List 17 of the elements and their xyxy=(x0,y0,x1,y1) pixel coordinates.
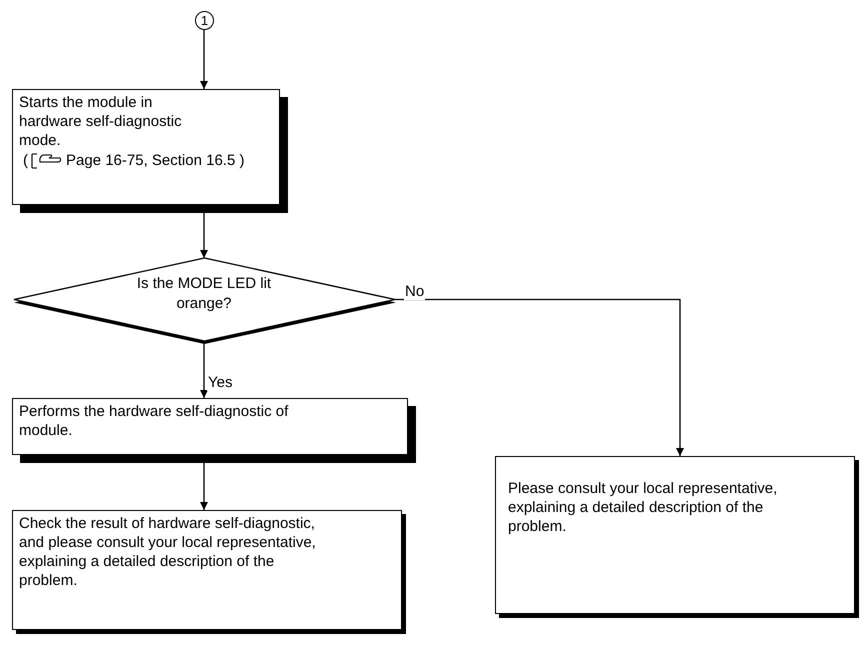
edge-label: Yes xyxy=(207,375,234,391)
arrow xyxy=(200,30,208,89)
box-text: ( xyxy=(23,151,28,170)
connector-number: 1 xyxy=(200,13,208,28)
box-text: Please consult your local representative, explaining a detailed description of the problem. xyxy=(508,479,778,536)
arrow xyxy=(200,463,208,510)
box-text: Performs the hardware self-diagnostic of module. xyxy=(19,402,289,440)
decision-diamond xyxy=(14,258,395,341)
arrow xyxy=(200,213,208,258)
box-text: Page 16-75, Section 16.5 ) xyxy=(66,151,244,170)
connector-circle xyxy=(195,11,214,30)
edge-label: No xyxy=(404,284,426,300)
box-text: Starts the module in hardware self-diagnostic mode. xyxy=(19,93,183,150)
box-text: Check the result of hardware self-diagnostic, and please consult your local representative, explaining a detailed description of the problem. xyxy=(19,514,317,590)
arrow xyxy=(200,341,208,398)
arrow xyxy=(395,298,684,456)
decision-text: Is the MODE LED lit orange? xyxy=(136,274,272,314)
